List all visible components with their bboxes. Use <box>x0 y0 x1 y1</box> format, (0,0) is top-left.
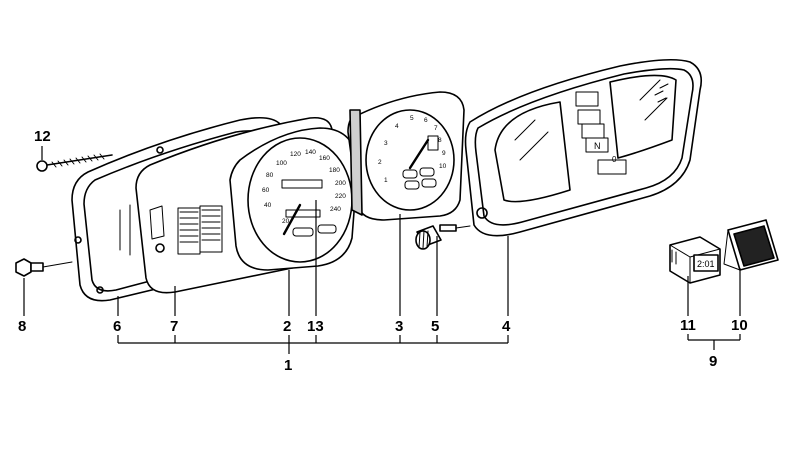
leader-lines <box>23 146 741 354</box>
part-10-clock-cover <box>723 219 779 271</box>
callout-13: 13 <box>307 318 324 335</box>
part-12-screw <box>36 153 113 172</box>
svg-text:3: 3 <box>384 140 388 147</box>
callout-11: 11 <box>680 317 696 334</box>
svg-text:80: 80 <box>266 172 274 179</box>
svg-text:220: 220 <box>335 193 346 200</box>
callout-8: 8 <box>18 318 26 335</box>
part-11-clock-module: 2:01 <box>669 236 721 284</box>
svg-text:40: 40 <box>264 202 272 209</box>
svg-text:140: 140 <box>305 149 316 156</box>
callout-12: 12 <box>34 128 51 145</box>
svg-text:5: 5 <box>410 115 414 122</box>
svg-text:2:01: 2:01 <box>697 259 715 269</box>
callout-5: 5 <box>431 318 439 335</box>
callout-1: 1 <box>284 357 292 374</box>
svg-text:20: 20 <box>282 218 290 225</box>
svg-text:7: 7 <box>434 125 438 132</box>
svg-text:240: 240 <box>330 206 341 213</box>
callout-7: 7 <box>170 318 178 335</box>
part-5-reset-knob <box>415 224 471 250</box>
callout-labels: 12 8 6 7 2 13 3 5 4 1 11 10 9 <box>18 128 748 374</box>
callout-10: 10 <box>731 317 748 334</box>
svg-text:100: 100 <box>276 160 287 167</box>
svg-text:9: 9 <box>442 150 446 157</box>
callout-9: 9 <box>709 353 717 370</box>
callout-2: 2 <box>283 318 291 335</box>
callout-4: 4 <box>502 318 511 335</box>
svg-text:0: 0 <box>612 155 617 164</box>
part-2-speedometer: 20 40 60 80 100 120 140 160 180 200 220 … <box>229 127 359 271</box>
svg-text:N: N <box>594 141 601 151</box>
svg-text:10: 10 <box>439 163 447 170</box>
svg-text:60: 60 <box>262 187 270 194</box>
svg-text:160: 160 <box>319 155 330 162</box>
part-4-front-cover: N 0 <box>464 58 703 237</box>
callout-3: 3 <box>395 318 403 335</box>
svg-text:200: 200 <box>335 180 346 187</box>
svg-text:8: 8 <box>438 137 442 144</box>
callout-6: 6 <box>113 318 121 335</box>
svg-text:2: 2 <box>378 159 382 166</box>
part-8-nut <box>15 258 73 277</box>
svg-text:180: 180 <box>329 167 340 174</box>
svg-text:4: 4 <box>395 123 399 130</box>
svg-text:1: 1 <box>384 177 388 184</box>
svg-text:120: 120 <box>290 151 301 158</box>
svg-text:6: 6 <box>424 117 428 124</box>
part-3-tachometer: 1 2 3 4 5 6 7 8 9 10 <box>347 91 465 221</box>
